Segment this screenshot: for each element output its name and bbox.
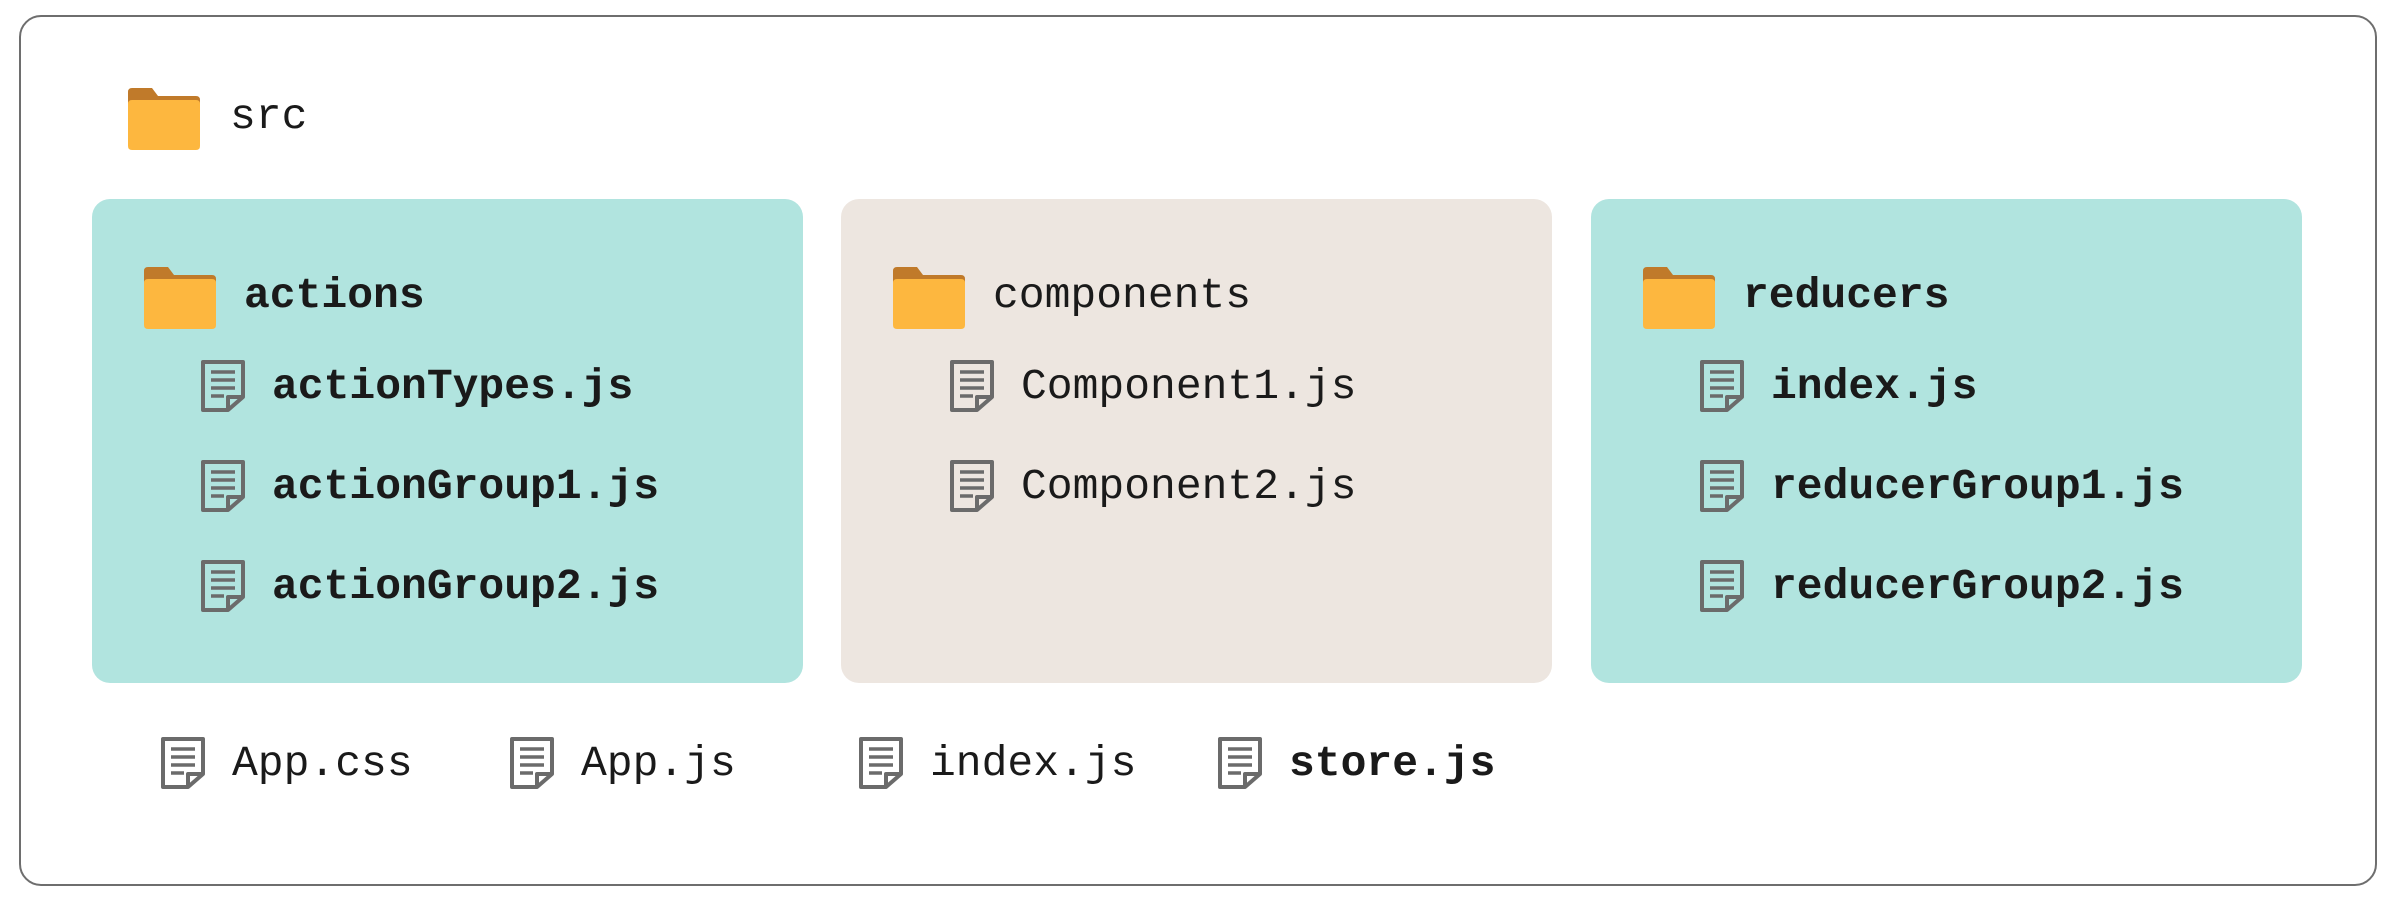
- file-icon: [201, 460, 245, 512]
- file-label: reducerGroup1.js: [1771, 461, 2184, 511]
- file-item[interactable]: actionGroup2.js: [200, 559, 659, 613]
- file-item[interactable]: reducerGroup2.js: [1699, 559, 2184, 613]
- file-label: Component2.js: [1021, 461, 1357, 511]
- root-folder[interactable]: src: [128, 82, 307, 150]
- root-file-label: App.js: [581, 738, 736, 788]
- folder-label: actions: [244, 270, 425, 320]
- file-icon: [1218, 737, 1262, 789]
- folder-icon: [144, 267, 216, 329]
- file-label: actionTypes.js: [272, 361, 634, 411]
- folder-panel-reducers: reducers index.js reducerGroup1.js reduc…: [1591, 199, 2302, 683]
- file-label: actionGroup2.js: [272, 561, 660, 611]
- file-icon: [950, 360, 994, 412]
- root-file-item[interactable]: index.js: [858, 736, 1136, 790]
- folder-panel-components: components Component1.js Component2.js: [841, 199, 1552, 683]
- folder-label: reducers: [1743, 270, 1950, 320]
- file-icon: [950, 460, 994, 512]
- file-label: Component1.js: [1021, 361, 1357, 411]
- file-label: reducerGroup2.js: [1771, 561, 2184, 611]
- folder-icon: [893, 267, 965, 329]
- diagram-frame: [19, 15, 2377, 886]
- file-icon: [1700, 560, 1744, 612]
- folder-icon: [128, 88, 200, 150]
- folder-actions[interactable]: actions: [144, 261, 425, 329]
- file-icon: [1700, 460, 1744, 512]
- file-label: actionGroup1.js: [272, 461, 660, 511]
- root-file-item[interactable]: App.css: [160, 736, 413, 790]
- file-icon: [201, 360, 245, 412]
- root-file-item[interactable]: store.js: [1217, 736, 1495, 790]
- root-folder-label: src: [230, 91, 308, 141]
- file-icon: [201, 560, 245, 612]
- folder-label: components: [993, 270, 1252, 320]
- file-label: index.js: [1771, 361, 1978, 411]
- folder-panel-actions: actions actionTypes.js actionGroup1.js a…: [92, 199, 803, 683]
- file-item[interactable]: Component2.js: [949, 459, 1356, 513]
- file-item[interactable]: reducerGroup1.js: [1699, 459, 2184, 513]
- folder-reducers[interactable]: reducers: [1643, 261, 1949, 329]
- root-file-label: index.js: [930, 738, 1137, 788]
- file-icon: [1700, 360, 1744, 412]
- folder-components[interactable]: components: [893, 261, 1251, 329]
- file-item[interactable]: actionGroup1.js: [200, 459, 659, 513]
- file-icon: [859, 737, 903, 789]
- file-icon: [510, 737, 554, 789]
- file-item[interactable]: index.js: [1699, 359, 1977, 413]
- folder-icon: [1643, 267, 1715, 329]
- root-file-label: store.js: [1289, 738, 1496, 788]
- root-file-label: App.css: [232, 738, 413, 788]
- root-file-item[interactable]: App.js: [509, 736, 736, 790]
- file-item[interactable]: Component1.js: [949, 359, 1356, 413]
- file-icon: [161, 737, 205, 789]
- file-item[interactable]: actionTypes.js: [200, 359, 633, 413]
